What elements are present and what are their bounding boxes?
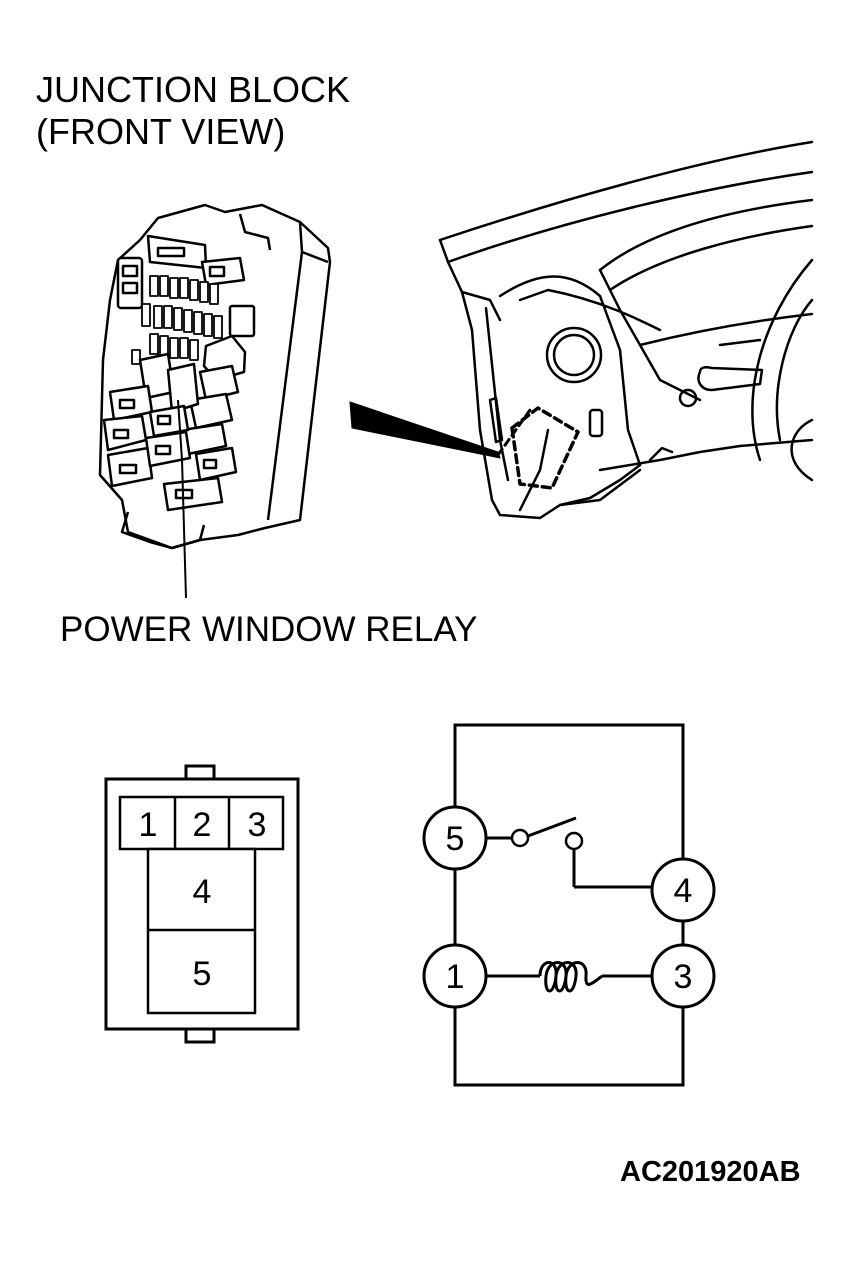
terminal-1-label: 1	[446, 958, 465, 996]
terminal-4-label: 4	[674, 872, 693, 910]
relay-connector-face	[104, 764, 300, 1044]
switch-contacts	[510, 828, 584, 851]
schematic-terminals	[422, 805, 716, 1009]
dashboard-illustration	[438, 140, 814, 520]
connector-pin-4: 4	[193, 873, 212, 911]
connector-pin-2: 2	[193, 806, 212, 844]
terminal-3-label: 3	[674, 958, 693, 996]
connector-pin-3: 3	[248, 806, 267, 844]
junction-block-title: JUNCTION BLOCK	[36, 69, 351, 110]
pointer-arrow-icon	[349, 401, 501, 459]
junction-block-illustration	[98, 203, 332, 599]
terminal-5-label: 5	[446, 820, 465, 858]
front-view-subtitle: (FRONT VIEW)	[36, 111, 286, 152]
connector-pin-5: 5	[193, 955, 212, 993]
figure-id: AC201920AB	[620, 1156, 801, 1188]
schematic-terminal-labels: 5 4 1 3	[446, 820, 693, 996]
connector-pin-1: 1	[139, 806, 158, 844]
power-window-relay-label: POWER WINDOW RELAY	[60, 610, 478, 649]
connector-pin-labels: 1 2 3 4 5	[139, 806, 267, 993]
relay-schematic	[453, 723, 685, 1087]
